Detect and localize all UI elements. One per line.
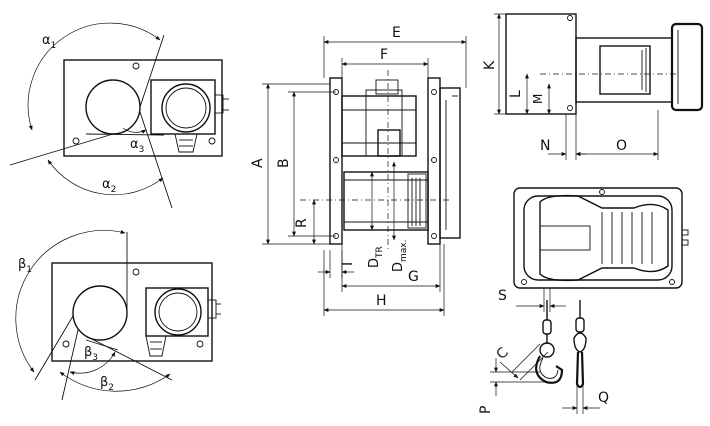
rope-line (9, 133, 114, 166)
beta3-label: β3 (84, 345, 98, 363)
alpha3-arc (122, 127, 147, 134)
beta2-arc (59, 371, 171, 392)
label-H: H (376, 293, 387, 309)
rope-line (85, 335, 173, 381)
lifting-hook (535, 355, 564, 384)
alpha1-arc (27, 22, 161, 131)
alpha2-label: α2 (102, 177, 116, 195)
label-Q: Q (598, 390, 609, 406)
label-P: P (478, 406, 494, 414)
rope-line (34, 315, 74, 381)
terminal-box (207, 299, 217, 319)
side-hook-shank (575, 351, 585, 389)
hook-eye (539, 342, 555, 358)
cable-gland (174, 133, 198, 153)
dim-C (499, 361, 519, 379)
drum-housing (523, 195, 673, 281)
terminal (681, 239, 689, 246)
side-view: K L M N O (482, 13, 704, 160)
base-plate (51, 262, 213, 362)
label-R: R (294, 218, 310, 228)
label-A: A (250, 158, 266, 168)
rope-line (139, 111, 173, 209)
motor-cover (161, 83, 211, 133)
hook-detail-view: S C P Q (478, 288, 609, 414)
drum-flange (407, 173, 427, 229)
terminal-box (214, 94, 224, 114)
front-elevation-view: E F A B R I DTR Dmax. G (250, 25, 467, 316)
gearbox-housing (439, 87, 461, 239)
motor-terminal (375, 79, 399, 95)
rope-angle-alpha-view: α1 α2 α3 (9, 22, 229, 209)
label-I: I (340, 262, 356, 266)
drum-frame (575, 37, 673, 103)
mount-hole (132, 62, 140, 70)
motor-cover-inner (165, 87, 207, 129)
label-S: S (498, 288, 507, 304)
terminal (681, 229, 689, 236)
rope-line (61, 329, 79, 401)
label-B: B (276, 158, 292, 168)
gear-cover (670, 22, 704, 112)
top-plan-view (513, 187, 689, 289)
alpha2-arc (47, 159, 164, 196)
motor-cover (154, 288, 202, 336)
motor-outline (539, 194, 669, 282)
motor-body (341, 95, 417, 157)
mount-hole (132, 268, 140, 276)
rope-thimble (542, 319, 552, 335)
cable-gland (145, 335, 167, 357)
brake-slot (539, 225, 591, 251)
side-frame-right (427, 77, 441, 245)
motor-cover-inner (158, 292, 198, 332)
side-hook-eye (573, 332, 587, 353)
mount-hole (72, 137, 80, 145)
rope-drum (599, 45, 651, 95)
alpha1-label: α1 (42, 33, 56, 51)
label-D-max: Dmax. (391, 240, 409, 273)
mount-hole (196, 340, 204, 348)
rope-drum (85, 79, 141, 135)
beta3-arc (69, 351, 116, 375)
rope-drum (72, 285, 128, 341)
side-frame-left (329, 77, 343, 245)
label-D-tr: DTR (367, 246, 385, 268)
beta2-label: β2 (100, 375, 114, 393)
label-M: M (531, 94, 545, 104)
beta1-arc (15, 230, 126, 373)
mount-hole (62, 340, 70, 348)
rope-drum (343, 171, 429, 231)
label-N: N (540, 138, 550, 154)
rope-line (85, 133, 165, 136)
beta1-label: β1 (18, 257, 32, 275)
label-O: O (616, 138, 627, 154)
label-F: F (380, 47, 388, 63)
label-E: E (392, 25, 401, 41)
rope-thimble (575, 317, 585, 333)
label-L: L (508, 90, 524, 98)
alpha3-label: α3 (130, 137, 144, 155)
mount-hole (208, 137, 216, 145)
base-plate (513, 187, 683, 289)
motor-flange (365, 89, 403, 157)
rope-angle-beta-view: β1 β2 β3 (15, 230, 221, 401)
label-K: K (482, 60, 498, 70)
rope-line (139, 34, 165, 108)
label-G: G (408, 269, 419, 285)
